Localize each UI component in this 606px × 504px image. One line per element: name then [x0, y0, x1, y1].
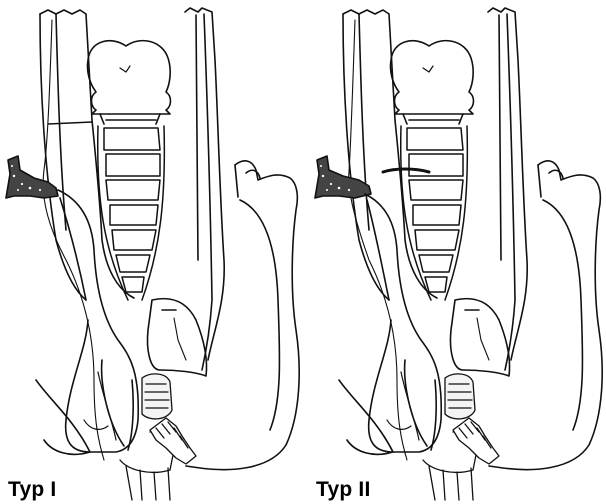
- aortic-arch: [489, 161, 602, 470]
- trachea: [401, 126, 468, 300]
- panel-typ-2: Typ II: [303, 0, 606, 504]
- right-vessel: [185, 8, 224, 360]
- aortic-arch: [186, 161, 299, 470]
- anatomy-drawing-typ-2: [303, 0, 606, 504]
- thyroid-cartilage: [390, 41, 473, 114]
- thyroid-cartilage: [87, 41, 170, 114]
- brachiocephalic-trunk: [365, 194, 441, 452]
- recurrent-nerve: [43, 20, 104, 460]
- anatomy-drawing-typ-1: [0, 0, 303, 504]
- panel-typ-1: Typ I: [0, 0, 303, 504]
- right-vessel: [488, 8, 527, 360]
- caption-typ-2: Typ II: [316, 478, 370, 502]
- trachea: [98, 126, 165, 300]
- crossing-band: [383, 169, 429, 172]
- caption-typ-1: Typ I: [8, 478, 56, 502]
- recurrent-nerve: [349, 20, 407, 460]
